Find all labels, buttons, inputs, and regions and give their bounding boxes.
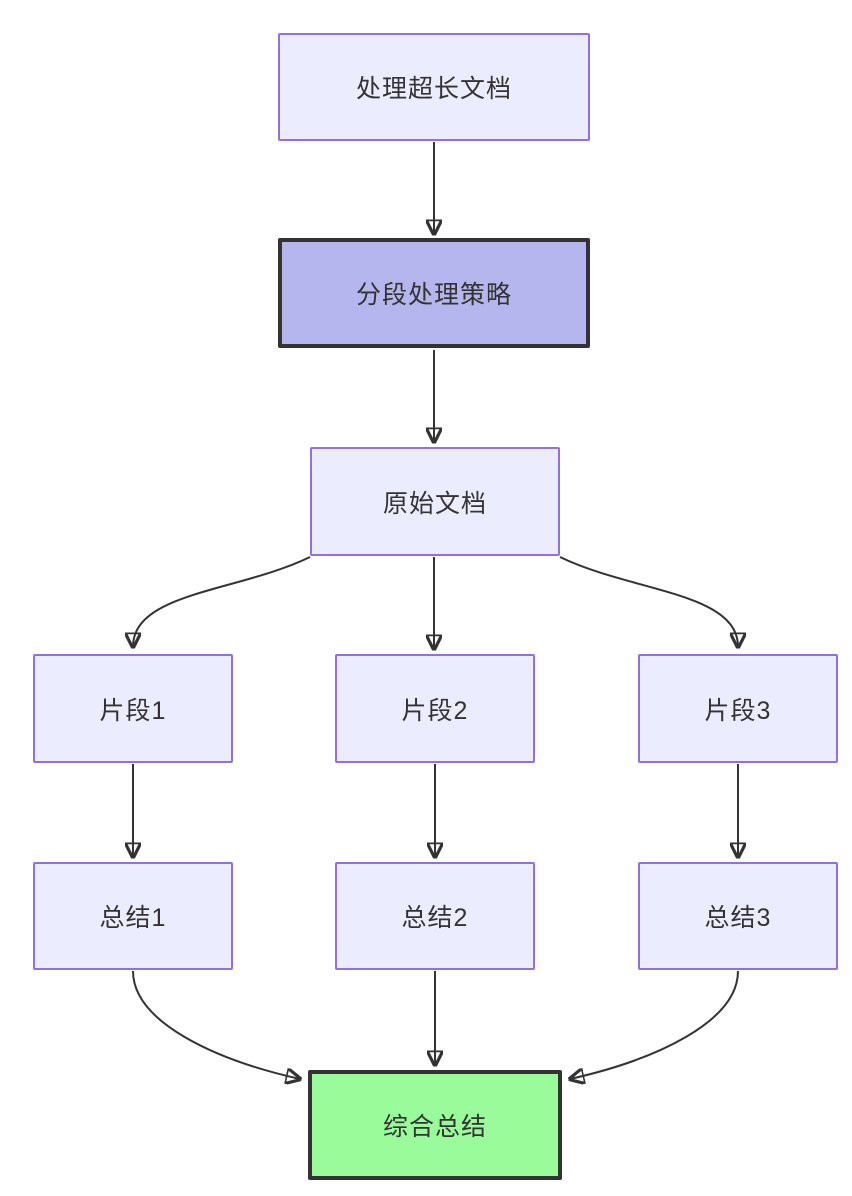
edge-original-to-fragment-1 <box>133 556 311 647</box>
node-label: 综合总结 <box>382 1113 487 1141</box>
node-label: 片段3 <box>704 696 772 725</box>
node-final-summary: 综合总结 <box>308 1070 562 1180</box>
node-label: 片段1 <box>99 696 167 725</box>
edge-summary-3-to-final <box>570 970 739 1079</box>
node-label: 片段2 <box>401 696 469 725</box>
node-label: 处理超长文档 <box>355 75 512 103</box>
edge-original-to-fragment-3 <box>559 556 738 647</box>
node-summary-3: 总结3 <box>638 862 838 970</box>
node-segmentation-strategy: 分段处理策略 <box>278 238 590 348</box>
node-fragment-1: 片段1 <box>33 654 233 763</box>
node-label: 总结2 <box>401 904 469 932</box>
node-summary-1: 总结1 <box>33 862 233 970</box>
edge-summary-1-to-final <box>132 970 300 1079</box>
node-label: 原始文档 <box>382 489 487 518</box>
node-label: 分段处理策略 <box>355 281 512 309</box>
node-fragment-3: 片段3 <box>638 654 838 763</box>
node-process-long-doc: 处理超长文档 <box>278 33 590 141</box>
node-original-document: 原始文档 <box>310 447 560 556</box>
node-label: 总结3 <box>704 904 772 932</box>
node-summary-2: 总结2 <box>335 862 535 970</box>
node-label: 总结1 <box>99 904 167 932</box>
node-fragment-2: 片段2 <box>335 654 535 763</box>
